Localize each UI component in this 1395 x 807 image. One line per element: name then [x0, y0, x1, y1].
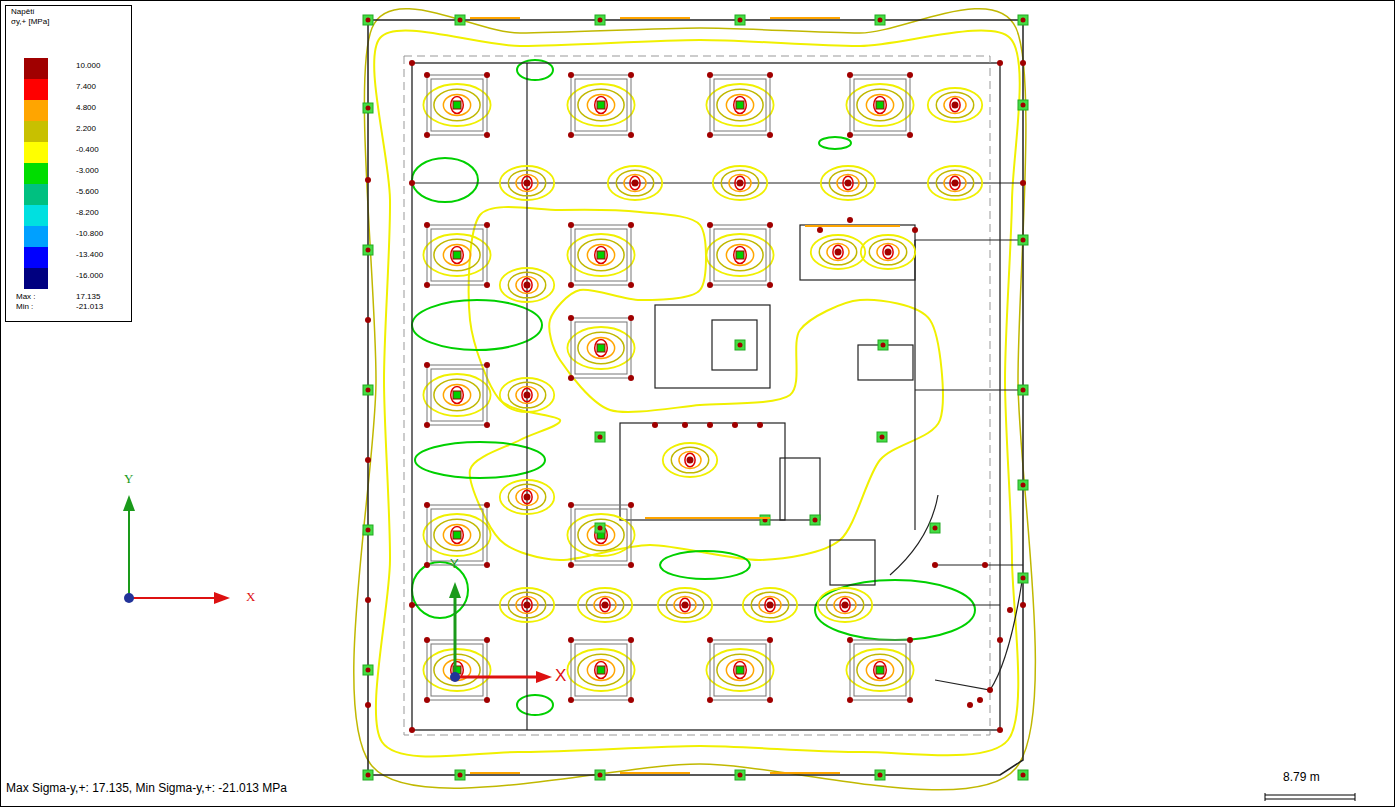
legend-value: 7.400 [76, 83, 96, 92]
legend-value: 4.800 [76, 104, 96, 113]
legend-swatch [24, 205, 48, 226]
legend-value: 10.000 [76, 62, 100, 71]
scale-label: 8.79 m [1283, 771, 1320, 784]
legend-swatch [24, 100, 48, 121]
legend-label: Napětí [11, 8, 35, 17]
legend-swatch [24, 79, 48, 100]
legend-value: -16.000 [76, 272, 103, 281]
legend-value: -3.000 [76, 167, 99, 176]
result-caption: Max Sigma-y,+: 17.135, Min Sigma-y,+: -2… [6, 782, 287, 795]
legend-swatch [24, 268, 48, 289]
legend-value: -0.400 [76, 146, 99, 155]
scale-bar [1265, 793, 1355, 801]
model-drawing [123, 9, 1035, 790]
legend-label: σy,+ [MPa] [11, 18, 49, 27]
axis-label: Y [450, 557, 459, 571]
legend-label: Max : [16, 293, 36, 302]
axis-label: Y [124, 472, 133, 486]
legend-value: 2.200 [76, 125, 96, 134]
legend-swatch [24, 247, 48, 268]
legend-swatch [24, 121, 48, 142]
legend-value: -10.800 [76, 230, 103, 239]
legend-swatch [24, 142, 48, 163]
legend-label: 17.135 [76, 293, 100, 302]
legend-frame [6, 6, 132, 322]
legend-swatch [24, 226, 48, 247]
legend-label: Min : [16, 303, 33, 312]
axis-label: X [555, 667, 566, 686]
legend-value: -13.400 [76, 251, 103, 260]
legend-label: -21.013 [76, 303, 103, 312]
legend-swatch [24, 184, 48, 205]
axis-label: X [246, 590, 255, 604]
legend-swatch [24, 163, 48, 184]
legend-value: -8.200 [76, 209, 99, 218]
legend-swatch [24, 58, 48, 79]
legend-value: -5.600 [76, 188, 99, 197]
